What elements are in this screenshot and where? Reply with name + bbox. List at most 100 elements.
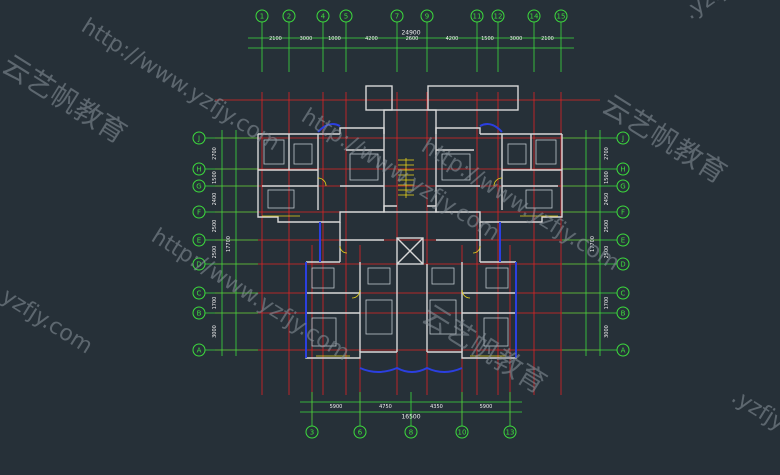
top-axis-bubble-11-circle bbox=[470, 9, 484, 23]
top-axis-bubble-12-circle bbox=[491, 9, 505, 23]
right-dimension-0: 2700 bbox=[604, 147, 610, 160]
top-axis-bubble-15: 15 bbox=[554, 9, 568, 23]
left-axis-bubble-A: A bbox=[192, 343, 206, 357]
right-axis-bubble-J-label: J bbox=[621, 135, 624, 143]
left-total-dimension: 17700 bbox=[226, 236, 232, 252]
top-axis-bubble-9: 9 bbox=[420, 9, 434, 23]
top-axis-bubble-7-circle bbox=[390, 9, 404, 23]
bottom-axis-bubble-6: 6 bbox=[353, 425, 367, 439]
top-axis-bubble-5-circle bbox=[339, 9, 353, 23]
left-axis-bubble-C-circle bbox=[192, 286, 206, 300]
right-axis-bubble-E: E bbox=[616, 233, 630, 247]
stair-treads bbox=[398, 158, 414, 198]
left-dimension-5: 1700 bbox=[212, 297, 218, 310]
left-axis-bubble-C-label: C bbox=[197, 290, 202, 298]
left-axis-bubble-F-circle bbox=[192, 205, 206, 219]
right-axis-bubble-A: A bbox=[616, 343, 630, 357]
bottom-axis-bubble-10-circle bbox=[455, 425, 469, 439]
watermark-brand-1: 云艺帆教育 bbox=[0, 48, 133, 150]
right-axis-bubble-C-label: C bbox=[621, 290, 626, 298]
left-axis-bubble-H-label: H bbox=[196, 166, 201, 174]
right-axis-bubble-G-label: G bbox=[620, 183, 625, 191]
left-axis-bubble-G-label: G bbox=[196, 183, 201, 191]
top-dimension-5: 4200 bbox=[446, 36, 459, 42]
dimension-lines bbox=[205, 22, 617, 426]
right-axis-bubble-C-circle bbox=[616, 286, 630, 300]
left-dimension-1: 1500 bbox=[212, 171, 218, 184]
bottom-axis-bubble-3-circle bbox=[305, 425, 319, 439]
left-axis-bubble-G: G bbox=[192, 179, 206, 193]
bottom-axis-bubble-13-label: 13 bbox=[506, 429, 515, 437]
left-axis-bubble-J-circle bbox=[192, 131, 206, 145]
top-axis-bubble-7-label: 7 bbox=[395, 13, 399, 21]
top-axis-bubble-5-label: 5 bbox=[344, 13, 348, 21]
bottom-axis-bubble-3: 3 bbox=[305, 425, 319, 439]
right-axis-bubble-E-label: E bbox=[621, 237, 625, 245]
left-axis-bubble-E: E bbox=[192, 233, 206, 247]
top-axis-bubble-12: 12 bbox=[491, 9, 505, 23]
top-dimension-3: 4200 bbox=[365, 36, 378, 42]
right-axis-bubble-D: D bbox=[616, 257, 630, 271]
watermark-short-2: .yzfjy bbox=[679, 0, 741, 25]
right-axis-bubble-H: H bbox=[616, 162, 630, 176]
right-axis-bubble-G: G bbox=[616, 179, 630, 193]
top-axis-bubble-2-circle bbox=[282, 9, 296, 23]
bottom-dimension-0: 5900 bbox=[330, 404, 343, 410]
left-axis-bubble-B-circle bbox=[192, 306, 206, 320]
furniture bbox=[263, 139, 557, 347]
bottom-axis-bubble-13-circle bbox=[503, 425, 517, 439]
top-axis-bubble-9-label: 9 bbox=[425, 13, 429, 21]
left-axis-bubble-D-circle bbox=[192, 257, 206, 271]
bottom-axis-bubble-8-circle bbox=[404, 425, 418, 439]
left-axis-bubble-G-circle bbox=[192, 179, 206, 193]
top-total-dimension: 24900 bbox=[401, 30, 420, 37]
top-axis-bubble-12-label: 12 bbox=[494, 13, 503, 21]
left-axis-bubble-H-circle bbox=[192, 162, 206, 176]
left-axis-bubble-C: C bbox=[192, 286, 206, 300]
bottom-dimension-3: 5900 bbox=[480, 404, 493, 410]
bottom-dimension-1: 4750 bbox=[379, 404, 392, 410]
building-walls bbox=[257, 85, 563, 359]
watermark-short-1: yzfjy.com bbox=[0, 284, 97, 359]
right-axis-bubble-F-circle bbox=[616, 205, 630, 219]
top-axis-bubble-2: 2 bbox=[282, 9, 296, 23]
right-axis-bubble-D-label: D bbox=[620, 261, 625, 269]
top-axis-bubble-14: 14 bbox=[527, 9, 541, 23]
left-dimension-0: 2700 bbox=[212, 147, 218, 160]
left-axis-bubble-D: D bbox=[192, 257, 206, 271]
left-axis-bubble-J-label: J bbox=[197, 135, 200, 143]
door-swings bbox=[262, 177, 558, 357]
top-dimension-1: 3000 bbox=[300, 36, 313, 42]
top-dimension-8: 2100 bbox=[541, 36, 554, 42]
bottom-dimension-2: 4350 bbox=[430, 404, 443, 410]
left-axis-bubble-B: B bbox=[192, 306, 206, 320]
top-dimension-7: 3000 bbox=[510, 36, 523, 42]
top-axis-bubble-4: 4 bbox=[316, 9, 330, 23]
right-axis-bubble-J-circle bbox=[616, 131, 630, 145]
right-axis-bubble-B-label: B bbox=[621, 310, 626, 318]
right-axis-bubble-B-circle bbox=[616, 306, 630, 320]
right-dimension-1: 1500 bbox=[604, 171, 610, 184]
left-axis-bubble-F: F bbox=[192, 205, 206, 219]
top-dimension-0: 2100 bbox=[269, 36, 282, 42]
top-axis-bubble-4-circle bbox=[316, 9, 330, 23]
top-axis-bubble-14-label: 14 bbox=[530, 13, 539, 21]
left-axis-bubble-E-circle bbox=[192, 233, 206, 247]
left-axis-bubble-A-circle bbox=[192, 343, 206, 357]
top-axis-bubble-5: 5 bbox=[339, 9, 353, 23]
right-dimension-6: 3000 bbox=[604, 325, 610, 338]
right-axis-bubble-G-circle bbox=[616, 179, 630, 193]
bottom-axis-bubble-3-label: 3 bbox=[310, 429, 314, 437]
right-axis-bubble-C: C bbox=[616, 286, 630, 300]
bottom-axis-bubble-8: 8 bbox=[404, 425, 418, 439]
top-axis-bubble-14-circle bbox=[527, 9, 541, 23]
bottom-axis-bubble-10-label: 10 bbox=[458, 429, 467, 437]
left-axis-bubble-H: H bbox=[192, 162, 206, 176]
top-dimension-4: 2600 bbox=[406, 36, 419, 42]
right-axis-bubble-H-circle bbox=[616, 162, 630, 176]
right-total-dimension: 17700 bbox=[590, 236, 596, 252]
top-axis-bubble-11-label: 11 bbox=[473, 13, 482, 21]
top-axis-bubble-15-circle bbox=[554, 9, 568, 23]
right-axis-bubble-A-label: A bbox=[621, 347, 626, 355]
